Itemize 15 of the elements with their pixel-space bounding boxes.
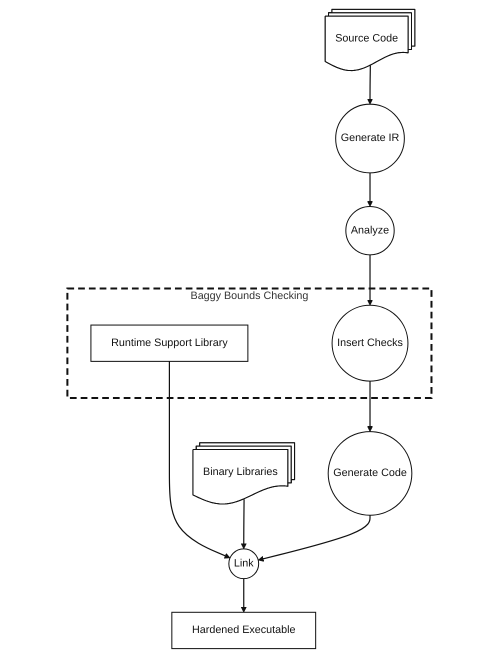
node-circle: Link — [228, 548, 259, 580]
arrow — [168, 361, 230, 559]
node-circle: Generate IR — [334, 104, 404, 174]
arrow — [366, 172, 373, 207]
arrow — [258, 515, 370, 562]
arrow — [366, 66, 373, 104]
node-box: Runtime Support Library — [90, 324, 248, 362]
arrow — [366, 381, 373, 432]
node-circle: Insert Checks — [331, 304, 408, 382]
node-circle: Analyze — [344, 206, 394, 256]
node-box: Hardened Executable — [170, 612, 316, 650]
arrow — [240, 499, 246, 550]
arrow — [366, 254, 373, 306]
arrow — [240, 578, 246, 613]
node-circle: Generate Code — [327, 431, 412, 516]
